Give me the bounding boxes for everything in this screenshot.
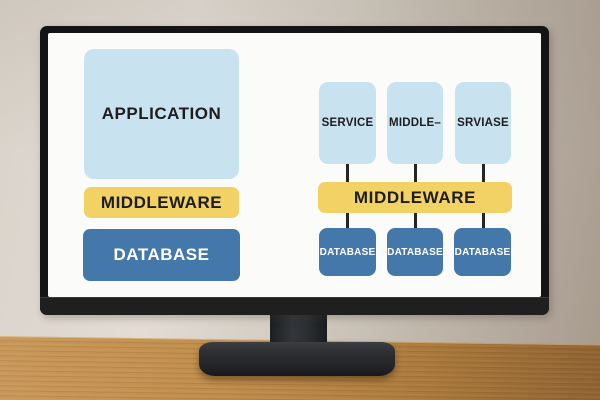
service-box-1-label: SERVICE — [321, 117, 374, 129]
connector-line — [414, 213, 417, 228]
connector-line — [414, 164, 417, 182]
middleware-left-label: MIDDLEWARE — [100, 192, 223, 212]
application-box: APPLICATION — [84, 49, 239, 179]
connector-line — [482, 164, 485, 182]
architecture-diagram: APPLICATION MIDDLEWARE DATABASE SERVICE … — [48, 33, 541, 297]
database-box-3: DATABASE — [454, 228, 511, 276]
application-label: APPLICATION — [101, 104, 222, 123]
database-box-2-label: DATABASE — [387, 246, 443, 258]
connector-line — [346, 164, 349, 182]
database-box-3-label: DATABASE — [454, 246, 511, 258]
database-box-2: DATABASE — [387, 228, 443, 276]
database-box-1-label: DATABASE — [319, 246, 376, 258]
database-box-1: DATABASE — [319, 228, 376, 276]
service-box-3-label: SRVIASE — [457, 117, 509, 129]
monitor: APPLICATION MIDDLEWARE DATABASE SERVICE … — [40, 26, 549, 315]
middleware-bar-left: MIDDLEWARE — [84, 187, 239, 218]
service-box-2: MIDDLE– — [387, 82, 443, 164]
service-box-2-label: MIDDLE– — [389, 117, 441, 129]
database-left-label: DATABASE — [113, 245, 210, 264]
service-box-3: SRVIASE — [455, 82, 511, 164]
monitor-bottom-bezel — [40, 297, 549, 315]
middleware-right-label: MIDDLEWARE — [353, 187, 477, 207]
service-box-1: SERVICE — [319, 82, 376, 164]
monitor-stand-base — [199, 342, 395, 376]
connector-line — [346, 213, 349, 228]
monitor-screen: APPLICATION MIDDLEWARE DATABASE SERVICE … — [48, 33, 541, 297]
connector-line — [482, 213, 485, 228]
middleware-bar-right: MIDDLEWARE — [318, 182, 512, 213]
database-box-left: DATABASE — [83, 229, 240, 281]
